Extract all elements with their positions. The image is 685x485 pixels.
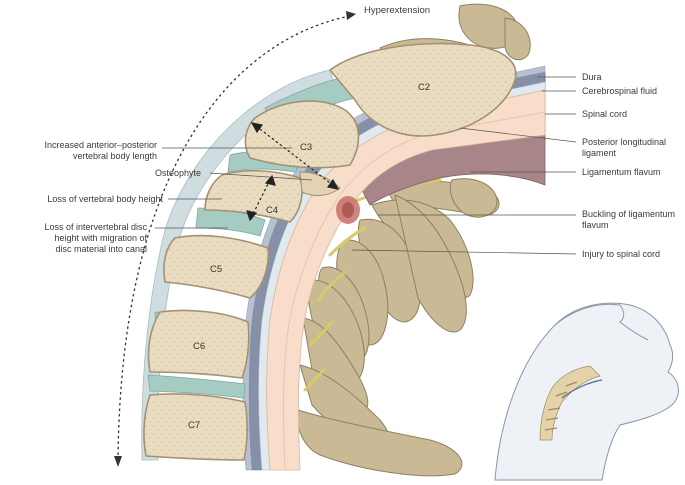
- label-buckling: Buckling of ligamentum flavum: [582, 209, 676, 230]
- label-csf: Cerebrospinal fluid: [582, 86, 658, 96]
- vertebra-label-c6: C6: [193, 341, 205, 352]
- hyperextension-arrow-head-top: [346, 11, 356, 20]
- label-osteophyte: Osteophyte: [155, 168, 202, 178]
- label-disc-loss: Loss of intervertebral disc height with …: [44, 222, 147, 254]
- measurement-arrows: [246, 122, 340, 222]
- head-inset: [494, 302, 679, 481]
- leader-lines: [155, 76, 577, 255]
- vertebral-bodies: [143, 42, 517, 461]
- hyperextension-arrow-head-bottom: [114, 456, 122, 467]
- osteophyte: [299, 171, 341, 196]
- vertebra-c3: [244, 100, 360, 169]
- vertebra-c2: [328, 42, 517, 137]
- vertebra-label-c3: C3: [300, 142, 312, 153]
- face-profile: [554, 303, 649, 341]
- hyperextension-arrow: [117, 15, 351, 463]
- label-ligamentum-flavum: Ligamentum flavum: [582, 167, 661, 177]
- anterior-longitudinal-ligament: [141, 69, 336, 461]
- label-loss-height: Loss of vertebral body height: [47, 194, 163, 204]
- label-injury: Injury to spinal cord: [582, 249, 661, 259]
- label-spinal-cord: Spinal cord: [582, 109, 628, 119]
- vertebra-label-c4: C4: [266, 205, 278, 216]
- vertebra-c5: [163, 234, 270, 299]
- injury-core: [342, 202, 354, 218]
- cord-central-line: [282, 111, 546, 471]
- head-outline: [494, 302, 679, 481]
- vertebra-c4: [204, 169, 303, 223]
- label-dura: Dura: [582, 72, 602, 82]
- vertebra-c6: [147, 309, 250, 379]
- label-pll: Posterior longitudinal ligament: [582, 137, 667, 158]
- inset-spine: [539, 365, 601, 441]
- vertebra-label-c7: C7: [188, 420, 200, 431]
- vertebra-c7: [143, 393, 248, 461]
- vertebra-label-c2: C2: [418, 82, 430, 93]
- vertebra-label-c5: C5: [210, 264, 222, 275]
- hyperextension-label: Hyperextension: [364, 5, 431, 16]
- label-increased-length: Increased anterior–posterior vertebral b…: [44, 140, 157, 161]
